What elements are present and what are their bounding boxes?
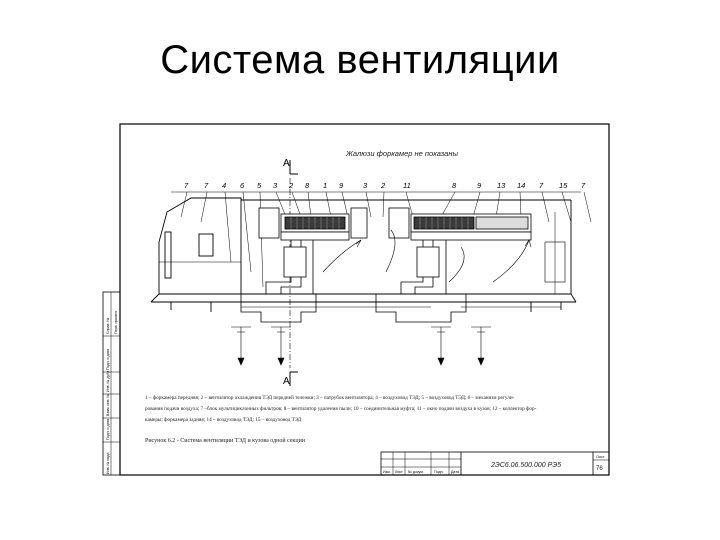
stamp-sheet-label: Лист [596, 454, 605, 459]
svg-text:3: 3 [363, 181, 368, 190]
svg-text:13: 13 [497, 181, 506, 190]
caption-line-1: 1 – форкамера передняя; 2 – вентилятор о… [145, 395, 515, 401]
stamp-sheet-number: 76 [596, 466, 603, 472]
svg-text:2: 2 [288, 181, 294, 190]
stamp-col-doc: № докум. [408, 470, 424, 474]
rear-fan-unit [388, 207, 532, 241]
margin-label-6: Справ. № [106, 318, 110, 334]
svg-text:7: 7 [539, 181, 544, 190]
svg-text:7: 7 [184, 181, 189, 190]
stamp-col-list: Лист [395, 470, 403, 474]
airflow-arrows [237, 327, 485, 366]
margin-strip [102, 291, 121, 476]
margin-label-3: Взам. инв. № [106, 394, 110, 416]
svg-text:6: 6 [240, 181, 245, 190]
margin-label-7: Перв. примен. [114, 310, 118, 334]
header-note: Жалюзи форкамер не показаны [345, 149, 458, 158]
svg-text:4: 4 [222, 181, 226, 190]
ventilation-drawing: Жалюзи форкамер не показаны А А 7 7 4 6 … [102, 123, 610, 476]
locomotive-body [150, 197, 577, 312]
margin-label-1: Инв. № подл. [106, 452, 110, 474]
section-mark-bottom: А [283, 376, 290, 387]
stamp-doc-code: 2ЭС6.06.500.000 РЭ5 [490, 462, 561, 469]
margin-label-2: Подп. и дата [106, 419, 110, 440]
section-mark-top: А [283, 158, 290, 169]
stamp-col-date: Дата [451, 470, 459, 474]
svg-text:3: 3 [273, 181, 278, 190]
caption-line-2: рования подачи воздуха; 7 –блок мультици… [145, 406, 537, 412]
front-fan-unit [258, 207, 368, 241]
svg-text:2: 2 [380, 181, 386, 190]
svg-text:7: 7 [204, 181, 209, 190]
slide-title: Система вентиляции [160, 38, 560, 82]
svg-text:1: 1 [323, 181, 327, 190]
svg-text:5: 5 [257, 181, 262, 190]
title-block [380, 451, 610, 476]
stamp-col-izm: Изм. [383, 470, 391, 474]
air-ducts [240, 229, 532, 323]
stamp-col-sign: Подп. [434, 470, 444, 474]
margin-label-5: Подп. и дата [106, 349, 110, 370]
svg-text:8: 8 [452, 181, 457, 190]
svg-text:9: 9 [339, 181, 344, 190]
svg-text:9: 9 [477, 181, 482, 190]
svg-text:7: 7 [581, 181, 586, 190]
svg-text:15: 15 [559, 181, 568, 190]
caption-line-3: камеры; форкамера задняя; 14 – воздухово… [145, 417, 302, 423]
svg-text:11: 11 [403, 181, 411, 190]
figure-caption: Рисунок 6.2 - Система вентиляции ТЭД и к… [145, 438, 305, 444]
svg-text:14: 14 [517, 181, 525, 190]
margin-label-4: Инв. № дубл. [106, 370, 110, 392]
svg-text:8: 8 [305, 181, 310, 190]
callout-numbers: 7 7 4 6 5 3 2 8 1 9 3 2 11 8 9 13 14 7 1… [184, 181, 586, 190]
